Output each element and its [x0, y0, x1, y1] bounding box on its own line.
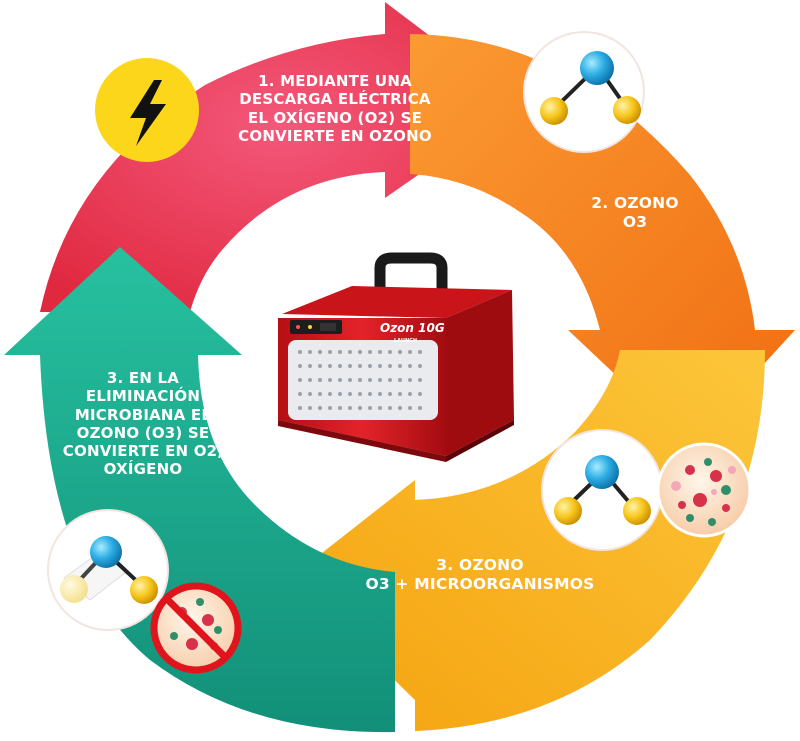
- step3-text: 3. OZONO O3 + MICROORGANISMOS: [330, 556, 630, 594]
- step4-line: CONVIERTE EN O2,: [62, 442, 224, 461]
- step4-line: MICROBIANA EL: [74, 405, 212, 424]
- step2-text: 2. OZONO O3: [570, 194, 700, 232]
- step4-line: 3. EN LA: [106, 369, 180, 387]
- step1-line: DESCARGA ELÉCTRICA: [239, 90, 431, 109]
- microbes-eliminated-icon: [150, 582, 242, 674]
- step1-text: 1. MEDIANTE UNA DESCARGA ELÉCTRICA EL OX…: [210, 72, 460, 145]
- ozone-generator-device: Ozon 10G LAUNCH: [278, 252, 514, 462]
- step1-line: 1. MEDIANTE UNA: [258, 72, 412, 90]
- arrow-step4: [4, 247, 395, 733]
- step3-line: 3. OZONO: [436, 556, 524, 574]
- device-brand-label: LAUNCH: [394, 338, 417, 344]
- step1-line: EL OXÍGENO (O2) SE: [247, 108, 423, 127]
- arrow-step3: [290, 350, 765, 731]
- step4-line: ELIMINACIÓN: [85, 387, 201, 406]
- lightning-icon: [95, 58, 199, 162]
- step3-line: O3 + MICROORGANISMOS: [365, 574, 595, 593]
- ozone-molecule-icon: [523, 31, 645, 153]
- device-model-label: Ozon 10G: [380, 321, 445, 335]
- step4-line: OZONO (O3) SE: [76, 423, 210, 442]
- oxygen-molecule-icon: [47, 509, 169, 631]
- step4-text: 3. EN LA ELIMINACIÓN MICROBIANA EL OZONO…: [48, 369, 238, 479]
- step1-line: CONVIERTE EN OZONO: [238, 126, 432, 145]
- step4-line: OXÍGENO: [103, 460, 183, 479]
- step2-line: O3: [622, 212, 648, 231]
- arrow-step1: [40, 2, 520, 312]
- ozone-microbes-icon: [541, 429, 752, 551]
- step2-line: 2. OZONO: [591, 194, 679, 212]
- arrow-step2: [410, 34, 795, 445]
